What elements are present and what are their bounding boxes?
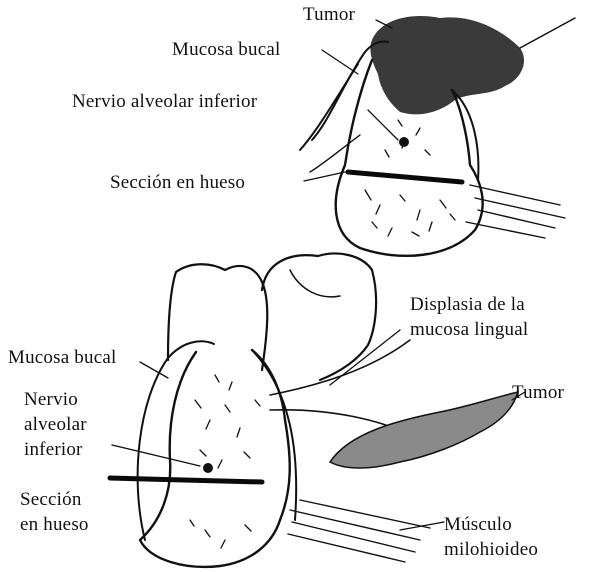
bottom-label-lingual-dysplasia-line2: mucosa lingual	[410, 319, 528, 340]
bottom-label-buccal-mucosa: Mucosa bucal	[8, 347, 116, 368]
top-label-inferior-alveolar-nerve: Nervio alveolar inferior	[72, 91, 258, 112]
bottom-label-nerve-line2: alveolar	[24, 414, 87, 435]
bottom-nerve-dot	[203, 463, 213, 473]
bottom-label-muscle-line1: Músculo	[444, 514, 512, 535]
top-label-buccal-mucosa: Mucosa bucal	[172, 39, 280, 60]
bottom-label-muscle-line2: milohioideo	[444, 539, 538, 560]
bottom-bone-section-line	[110, 478, 262, 482]
top-view-drawing	[300, 16, 575, 256]
bottom-label-nerve-line1: Nervio	[24, 389, 78, 410]
molar-tooth-front	[168, 264, 267, 370]
bottom-label-nerve-line3: inferior	[24, 439, 83, 460]
top-tumor-mass	[370, 16, 524, 114]
bottom-label-bone-section-line1: Sección	[20, 489, 82, 510]
bottom-buccal-mucosa	[138, 341, 214, 540]
bottom-label-lingual-dysplasia-line1: Displasia de la	[410, 294, 525, 315]
top-label-bone-section: Sección en hueso	[110, 172, 245, 193]
top-nerve-dot	[399, 137, 409, 147]
bottom-label-bone-section-line2: en hueso	[20, 514, 89, 535]
top-bone-section-line	[348, 172, 462, 182]
bottom-bone-outline	[140, 350, 290, 567]
top-label-tumor: Tumor	[303, 4, 356, 25]
bottom-tumor-mass	[330, 392, 518, 468]
bottom-label-tumor: Tumor	[512, 382, 565, 403]
molar-tooth-back	[262, 254, 376, 380]
